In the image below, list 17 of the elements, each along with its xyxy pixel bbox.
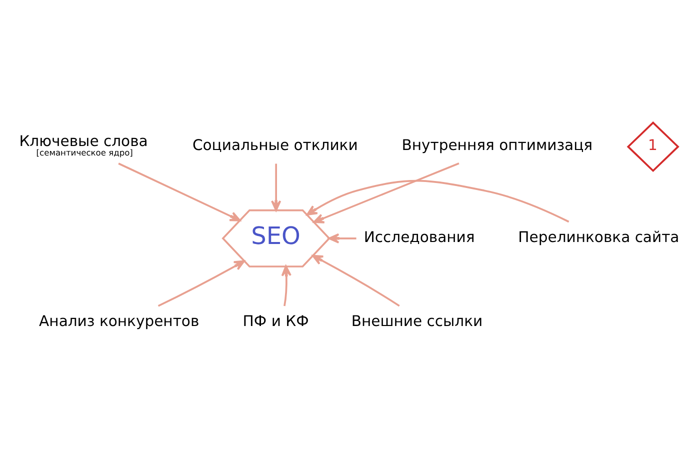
node-text: ПФ и КФ: [242, 312, 309, 330]
node-text: Исследования: [364, 228, 475, 246]
arrow: [306, 179, 570, 222]
node-text: Внешние ссылки: [351, 312, 483, 330]
node-text: Внутренняя оптимизаця: [402, 136, 593, 154]
node-diamond: 1: [626, 120, 680, 172]
arrow: [328, 232, 356, 243]
arrow: [281, 264, 292, 306]
arrow: [118, 162, 241, 221]
arrow: [158, 260, 245, 306]
node-text: Анализ конкурентов: [39, 312, 200, 330]
node-text: Ключевые слова [семантическое ядро]: [19, 132, 148, 158]
node-text: Перелинковка сайта: [518, 228, 680, 246]
node-text: Социальные отклики: [192, 136, 358, 154]
arrow: [312, 254, 400, 306]
arrow: [313, 162, 460, 223]
arrow: [271, 163, 282, 211]
